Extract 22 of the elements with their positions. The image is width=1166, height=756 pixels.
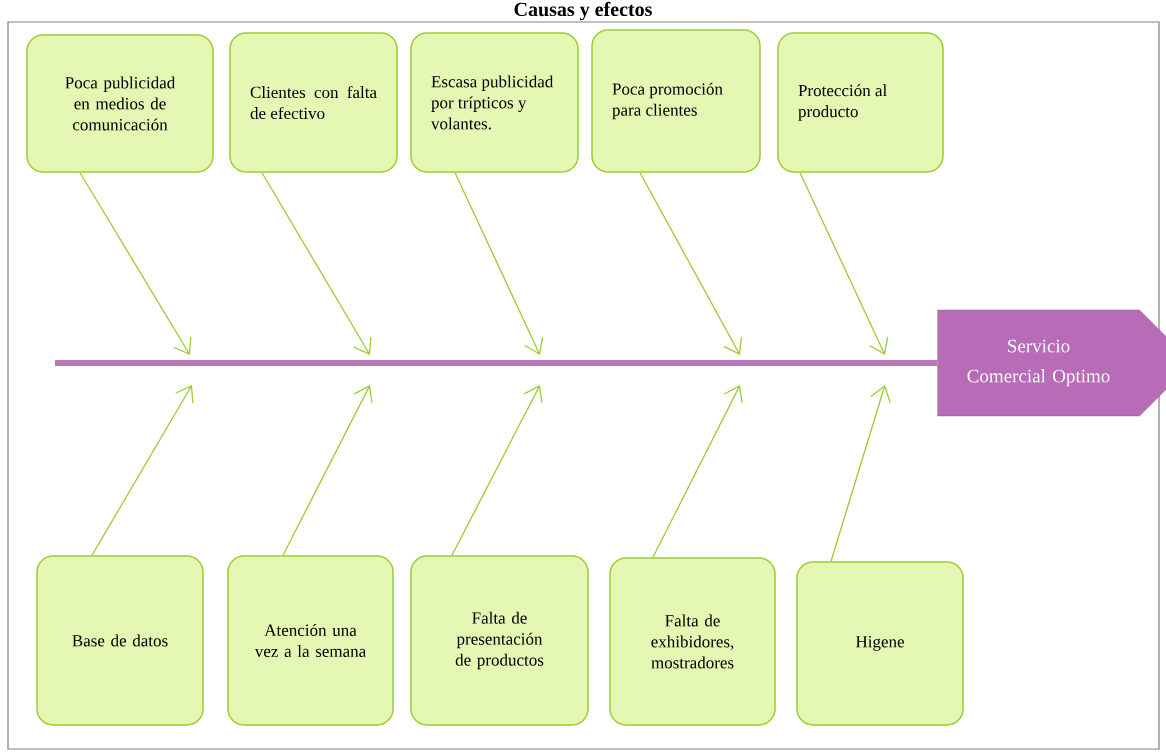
cause-box: Escasa publicidad por trípticos y volantes. [410, 32, 579, 173]
cause-box: Atención una vez a la semana [227, 555, 394, 726]
arrow [639, 172, 743, 355]
arrow [261, 172, 372, 355]
cause-box: Higene [796, 561, 964, 726]
cause-box: Protección al producto [777, 32, 944, 173]
arrow [282, 385, 373, 556]
cause-box: Poca publicidad en medios de comunicación [26, 34, 214, 173]
arrow [652, 385, 743, 558]
arrow [830, 385, 891, 562]
arrow [451, 385, 543, 556]
arrow [454, 172, 544, 355]
arrow [79, 172, 192, 355]
title: Causas y efectos [514, 1, 652, 21]
cause-box: Poca promoción para clientes [591, 29, 761, 173]
cause-box: Clientes con falta de efectivo [229, 32, 398, 173]
cause-box: Falta de presentación de productos [410, 555, 589, 726]
arrow-head-box: Servicio Comercial Optimo [937, 309, 1166, 417]
cause-box: Falta de exhibidores, mostradores [609, 557, 776, 726]
arrow [91, 385, 194, 556]
cause-box: Base de datos [36, 555, 204, 726]
arrow [799, 172, 889, 355]
